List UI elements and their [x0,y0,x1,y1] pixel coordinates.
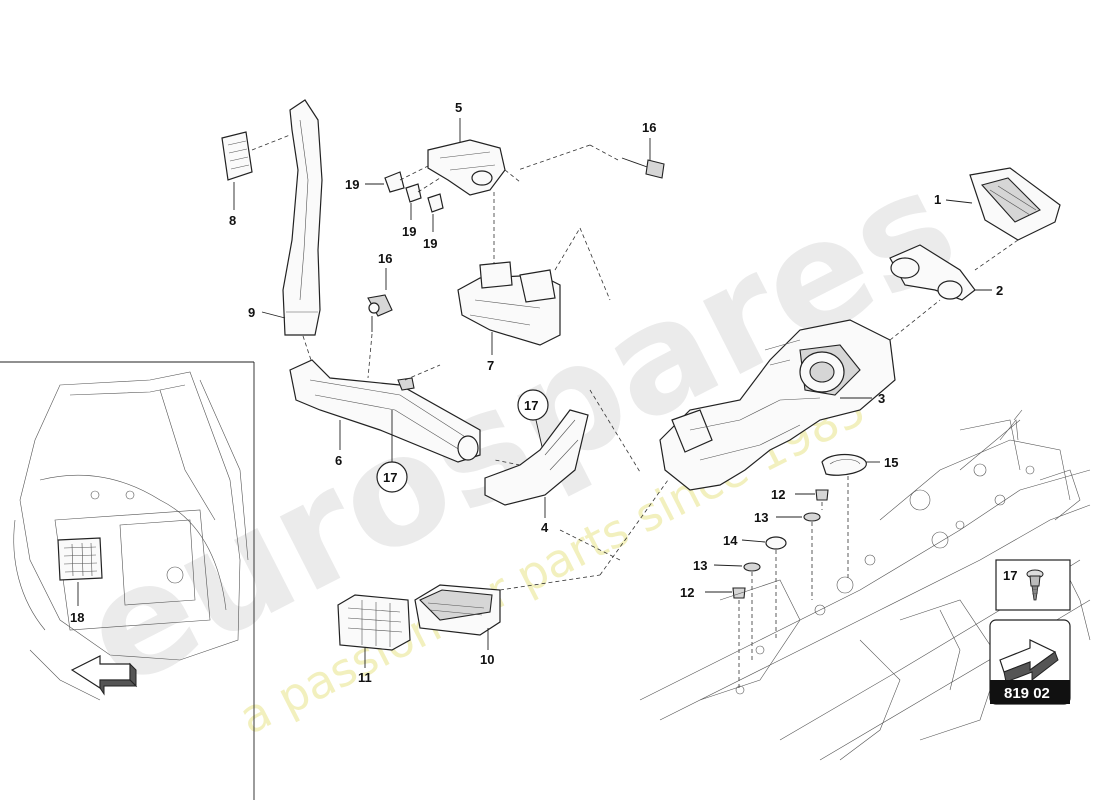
fastener-13-upper: 13 [754,510,821,600]
inset-view: 18 [0,361,255,800]
watermark: eurospares a passion for parts since 198… [57,136,981,744]
next-arrow-icon [999,639,1059,683]
part-18-grille [57,537,103,581]
part-1-vent: 1 [934,167,1061,271]
callout-17-b: 17 [376,410,408,493]
part-15-grommet: 15 [821,453,898,580]
callout-14: 14 [723,533,738,548]
fastener-13-lower: 13 [693,558,761,660]
part-16-mid-fastener: 16 [367,251,393,379]
callout-12a: 12 [771,487,785,502]
callout-16a: 16 [642,120,656,135]
part-11-vent: 11 [337,479,669,685]
callout-16b: 16 [378,251,392,266]
callout-8: 8 [229,213,236,228]
part-6-duct: 6 [289,359,481,468]
diagram-nav-box: 819 02 [989,619,1071,705]
callout-3: 3 [878,391,885,406]
view-arrow-icon [70,655,138,696]
callout-17b-label: 17 [383,470,397,485]
callout-18: 18 [70,610,84,625]
fastener-14: 14 [723,533,787,640]
callout-5: 5 [455,100,462,115]
part-9-duct: 9 [248,99,323,373]
part-4-duct: 4 [484,389,641,561]
part-16-top-fastener: 16 [517,120,665,179]
callout-1: 1 [934,192,941,207]
part-10-vent: 10 [414,584,501,667]
callout-17-box: 17 [995,559,1071,611]
callout-11: 11 [358,670,372,685]
part-7-duct: 7 [457,227,611,373]
diagram-code: 819 02 [1004,685,1050,702]
part-8-vent: 8 [221,131,291,228]
fastener-12-upper: 12 [771,487,829,510]
callout-17a-label: 17 [524,398,538,413]
part-5-junction: 5 [427,100,521,265]
part-2-vent: 2 [889,244,1003,301]
callout-2: 2 [996,283,1003,298]
callout-17c: 17 [1003,568,1017,583]
callout-15: 15 [884,455,898,470]
callout-19c: 19 [423,236,437,251]
screw-icon [1026,569,1044,601]
part-19-clips: 19 19 19 [345,164,444,251]
callout-12b: 12 [680,585,694,600]
callout-10: 10 [480,652,494,667]
callout-4: 4 [541,520,549,535]
callout-9: 9 [248,305,255,320]
part-3-hvac-unit: 3 [659,299,941,491]
callout-13b: 13 [693,558,707,573]
callout-6: 6 [335,453,342,468]
fastener-12-lower: 12 [680,585,746,690]
callout-17-a: 17 [517,389,549,461]
callout-19b: 19 [402,224,416,239]
callout-13a: 13 [754,510,768,525]
callout-19a: 19 [345,177,359,192]
callout-7: 7 [487,358,494,373]
